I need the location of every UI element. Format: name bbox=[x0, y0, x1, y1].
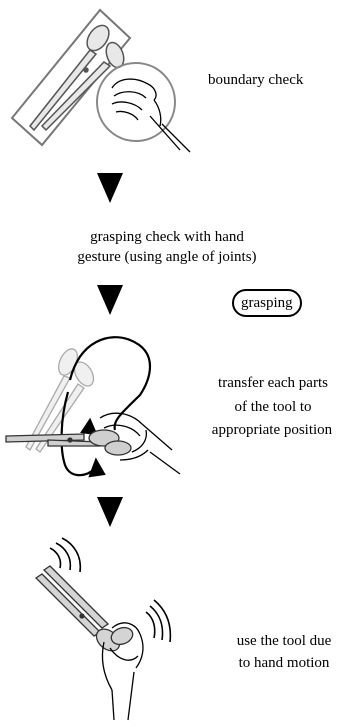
scissors-icon bbox=[6, 430, 131, 455]
hand-boundary-circle bbox=[97, 63, 175, 141]
hand-icon bbox=[112, 79, 190, 152]
step3-label-line1: transfer each parts bbox=[188, 374, 358, 393]
step1-label: boundary check bbox=[208, 71, 303, 90]
scissors-icon bbox=[36, 566, 135, 655]
down-arrow-icon bbox=[97, 497, 123, 527]
grasping-state-badge: grasping bbox=[232, 289, 302, 317]
step2-label-line1: grasping check with hand bbox=[12, 228, 322, 247]
step4-label-line1: use the tool due bbox=[210, 632, 358, 651]
step3-label-line3: appropriate position bbox=[186, 421, 358, 440]
step2-label-line2: gesture (using angle of joints) bbox=[12, 248, 322, 267]
down-arrow-icon bbox=[97, 285, 123, 315]
step3-label-line2: of the tool to bbox=[188, 398, 358, 417]
down-arrow-icon bbox=[97, 173, 123, 203]
step4-label-line2: to hand motion bbox=[210, 654, 358, 673]
